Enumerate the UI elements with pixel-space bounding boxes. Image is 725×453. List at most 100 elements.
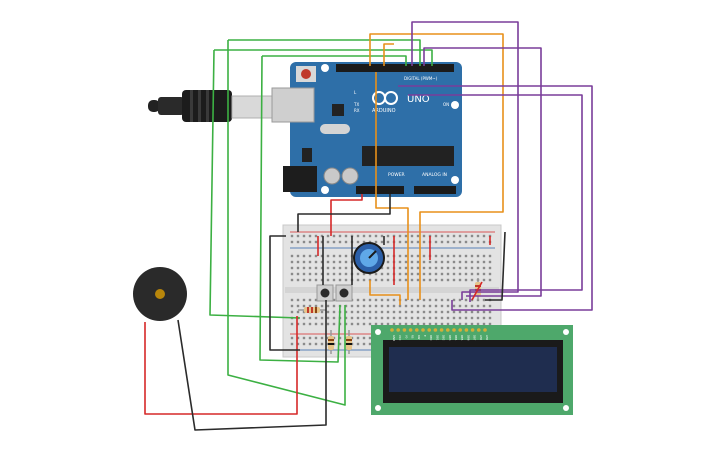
breadboard-hole[interactable] — [422, 266, 426, 270]
breadboard-hole[interactable] — [446, 254, 450, 258]
breadboard-hole[interactable] — [320, 260, 324, 264]
breadboard-hole[interactable] — [404, 266, 408, 270]
breadboard-hole[interactable] — [362, 316, 366, 320]
breadboard-hole[interactable] — [314, 278, 318, 282]
breadboard-hole[interactable] — [344, 278, 348, 282]
breadboard-hole[interactable] — [296, 304, 300, 308]
wire-green-2[interactable] — [214, 49, 433, 66]
breadboard-hole[interactable] — [470, 266, 474, 270]
breadboard-hole[interactable] — [458, 272, 462, 276]
breadboard-hole[interactable] — [374, 316, 378, 320]
breadboard-hole[interactable] — [476, 322, 480, 326]
breadboard-hole[interactable] — [338, 240, 342, 244]
breadboard-hole[interactable] — [464, 278, 468, 282]
breadboard-hole[interactable] — [320, 316, 324, 320]
breadboard-hole[interactable] — [296, 266, 300, 270]
breadboard-hole[interactable] — [410, 254, 414, 258]
breadboard-hole[interactable] — [422, 322, 426, 326]
breadboard-hole[interactable] — [344, 260, 348, 264]
breadboard-hole[interactable] — [332, 316, 336, 320]
breadboard-hole[interactable] — [344, 316, 348, 320]
breadboard-hole[interactable] — [356, 310, 360, 314]
breadboard-hole[interactable] — [380, 298, 384, 302]
breadboard-hole[interactable] — [296, 342, 300, 346]
breadboard-hole[interactable] — [320, 322, 324, 326]
breadboard-hole[interactable] — [452, 266, 456, 270]
breadboard-hole[interactable] — [296, 298, 300, 302]
lcd-pin[interactable] — [452, 328, 456, 332]
breadboard-hole[interactable] — [428, 278, 432, 282]
breadboard-hole[interactable] — [470, 260, 474, 264]
push-button-1[interactable] — [316, 284, 334, 302]
wire-orange-3[interactable] — [375, 72, 409, 300]
breadboard-hole[interactable] — [470, 272, 474, 276]
breadboard-hole[interactable] — [470, 234, 474, 238]
breadboard-hole[interactable] — [320, 254, 324, 258]
breadboard-hole[interactable] — [362, 310, 366, 314]
breadboard-hole[interactable] — [296, 336, 300, 340]
breadboard-hole[interactable] — [290, 298, 294, 302]
breadboard-hole[interactable] — [362, 336, 366, 340]
lcd-pin[interactable] — [446, 328, 450, 332]
breadboard-hole[interactable] — [386, 316, 390, 320]
breadboard-hole[interactable] — [302, 304, 306, 308]
breadboard-hole[interactable] — [392, 322, 396, 326]
breadboard-hole[interactable] — [422, 298, 426, 302]
breadboard-hole[interactable] — [476, 310, 480, 314]
breadboard-hole[interactable] — [302, 278, 306, 282]
breadboard-hole[interactable] — [374, 304, 378, 308]
wire-purple-3[interactable] — [398, 85, 593, 311]
breadboard-hole[interactable] — [440, 240, 444, 244]
breadboard-hole[interactable] — [380, 266, 384, 270]
breadboard-hole[interactable] — [332, 272, 336, 276]
breadboard-hole[interactable] — [476, 234, 480, 238]
arduino-uno-board[interactable]: ARDUINO UNO DIGITAL (PWM~) POWER ANALOG … — [271, 62, 462, 197]
breadboard-hole[interactable] — [392, 310, 396, 314]
breadboard-hole[interactable] — [308, 266, 312, 270]
breadboard-hole[interactable] — [374, 278, 378, 282]
breadboard-hole[interactable] — [326, 278, 330, 282]
breadboard-hole[interactable] — [290, 336, 294, 340]
lcd-pin[interactable] — [408, 328, 413, 332]
breadboard-hole[interactable] — [314, 316, 318, 320]
lcd-pin[interactable] — [439, 328, 444, 332]
breadboard-hole[interactable] — [356, 272, 360, 276]
breadboard-hole[interactable] — [290, 234, 294, 238]
breadboard-hole[interactable] — [374, 298, 378, 302]
breadboard-hole[interactable] — [386, 322, 390, 326]
breadboard-hole[interactable] — [386, 260, 390, 264]
breadboard-hole[interactable] — [356, 304, 360, 308]
breadboard-hole[interactable] — [368, 342, 372, 346]
breadboard-hole[interactable] — [320, 304, 324, 308]
breadboard-hole[interactable] — [326, 254, 330, 258]
breadboard-hole[interactable] — [308, 272, 312, 276]
breadboard-hole[interactable] — [446, 266, 450, 270]
breadboard-hole[interactable] — [422, 310, 426, 314]
breadboard-hole[interactable] — [434, 234, 438, 238]
breadboard-hole[interactable] — [302, 298, 306, 302]
breadboard-hole[interactable] — [338, 254, 342, 258]
usb-cable[interactable] — [148, 90, 273, 122]
breadboard-hole[interactable] — [314, 342, 318, 346]
breadboard-hole[interactable] — [290, 260, 294, 264]
lcd-pin[interactable] — [415, 328, 419, 332]
breadboard-hole[interactable] — [434, 260, 438, 264]
breadboard-hole[interactable] — [464, 298, 468, 302]
breadboard-hole[interactable] — [326, 304, 330, 308]
breadboard-hole[interactable] — [296, 260, 300, 264]
breadboard-hole[interactable] — [434, 310, 438, 314]
wire-purple-1[interactable] — [411, 21, 519, 300]
breadboard-hole[interactable] — [416, 322, 420, 326]
breadboard-hole[interactable] — [308, 336, 312, 340]
breadboard-hole[interactable] — [380, 240, 384, 244]
breadboard-hole[interactable] — [446, 304, 450, 308]
breadboard-hole[interactable] — [434, 272, 438, 276]
breadboard-hole[interactable] — [338, 266, 342, 270]
breadboard-hole[interactable] — [332, 298, 336, 302]
breadboard-hole[interactable] — [440, 272, 444, 276]
breadboard-hole[interactable] — [356, 298, 360, 302]
breadboard-hole[interactable] — [446, 260, 450, 264]
breadboard-hole[interactable] — [302, 336, 306, 340]
breadboard-hole[interactable] — [356, 336, 360, 340]
breadboard-hole[interactable] — [464, 260, 468, 264]
